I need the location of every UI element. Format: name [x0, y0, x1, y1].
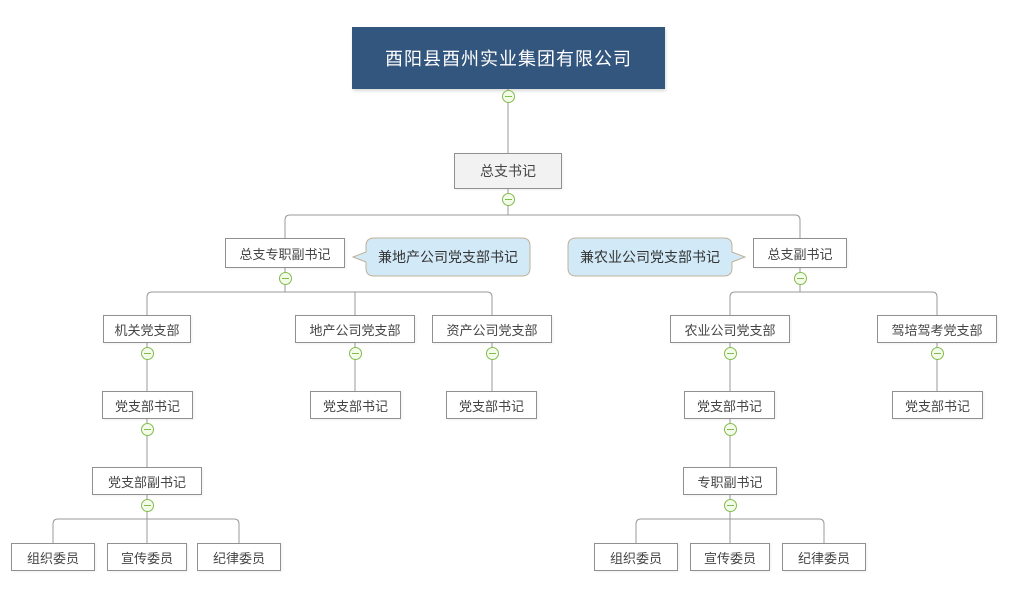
minus-icon: [727, 429, 734, 430]
minus-icon: [505, 96, 512, 97]
minus-icon: [727, 505, 734, 506]
callout-left-bubble[interactable]: [351, 237, 531, 277]
node-deputy-branch-secretary[interactable]: 总支副书记: [753, 238, 847, 268]
node-branch-nongye[interactable]: 农业公司党支部: [670, 315, 790, 343]
minus-icon: [489, 353, 496, 354]
collapse-toggle[interactable]: [794, 272, 807, 285]
minus-icon: [727, 353, 734, 354]
node-publicity-member-left[interactable]: 宣传委员: [107, 543, 187, 571]
node-full-time-deputy-branch-secretary[interactable]: 总支专职副书记: [225, 238, 345, 268]
collapse-toggle[interactable]: [279, 272, 292, 285]
collapse-toggle[interactable]: [724, 423, 737, 436]
node-organization-member-left[interactable]: 组织委员: [11, 543, 95, 571]
minus-icon: [505, 199, 512, 200]
node-branch-dichan[interactable]: 地产公司党支部: [295, 315, 415, 343]
collapse-toggle[interactable]: [349, 347, 362, 360]
node-branch-secretary-nongye[interactable]: 党支部书记: [684, 391, 775, 419]
node-branch-jiguan[interactable]: 机关党支部: [103, 315, 191, 343]
node-branch-zichan[interactable]: 资产公司党支部: [432, 315, 552, 343]
collapse-toggle[interactable]: [141, 499, 154, 512]
node-branch-secretary-dichan[interactable]: 党支部书记: [310, 391, 401, 419]
node-publicity-member-right[interactable]: 宣传委员: [690, 543, 770, 571]
minus-icon: [797, 278, 804, 279]
node-discipline-member-right[interactable]: 纪律委员: [782, 543, 866, 571]
collapse-toggle[interactable]: [502, 193, 515, 206]
node-company-root[interactable]: 酉阳县酉州实业集团有限公司: [352, 27, 665, 89]
minus-icon: [144, 505, 151, 506]
collapse-toggle[interactable]: [724, 499, 737, 512]
collapse-toggle[interactable]: [486, 347, 499, 360]
callout-left-text[interactable]: 兼地产公司党支部书记: [378, 249, 518, 265]
node-branch-secretary-zichan[interactable]: 党支部书记: [446, 391, 537, 419]
minus-icon: [352, 353, 359, 354]
callout-right-bubble[interactable]: [567, 237, 747, 277]
node-full-time-deputy-secretary[interactable]: 专职副书记: [683, 467, 777, 495]
minus-icon: [144, 429, 151, 430]
node-branch-secretary-jiapei[interactable]: 党支部书记: [892, 391, 983, 419]
collapse-toggle[interactable]: [724, 347, 737, 360]
node-general-branch-secretary[interactable]: 总支书记: [454, 153, 562, 189]
node-discipline-member-left[interactable]: 纪律委员: [197, 543, 281, 571]
minus-icon: [934, 353, 941, 354]
callout-right-text[interactable]: 兼农业公司党支部书记: [580, 249, 720, 265]
collapse-toggle[interactable]: [141, 347, 154, 360]
minus-icon: [282, 278, 289, 279]
collapse-toggle[interactable]: [502, 90, 515, 103]
node-organization-member-right[interactable]: 组织委员: [594, 543, 678, 571]
node-branch-deputy-secretary[interactable]: 党支部副书记: [92, 467, 202, 495]
node-branch-secretary-jiguan[interactable]: 党支部书记: [102, 391, 193, 419]
collapse-toggle[interactable]: [931, 347, 944, 360]
minus-icon: [144, 353, 151, 354]
node-branch-jiapei[interactable]: 驾培驾考党支部: [877, 315, 997, 343]
collapse-toggle[interactable]: [141, 423, 154, 436]
